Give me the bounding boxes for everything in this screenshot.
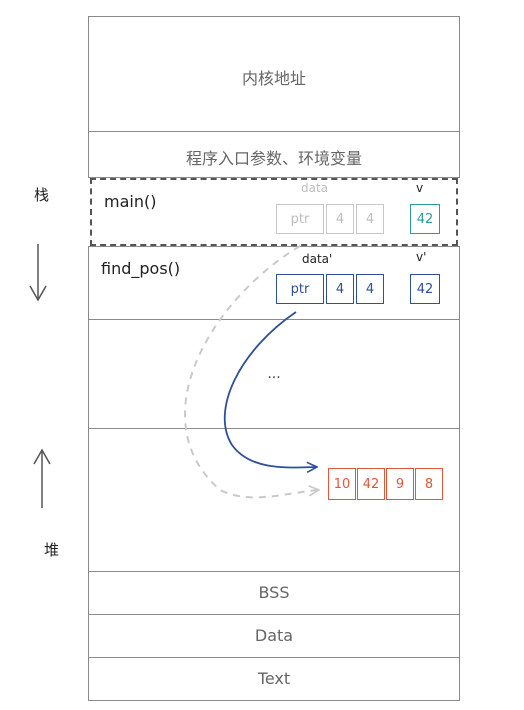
data-segment: Data <box>88 614 460 658</box>
heap-grow-arrow-icon <box>33 448 51 508</box>
main-struct-label: data <box>301 181 329 195</box>
find-pos-var-cell: 42 <box>410 274 440 304</box>
heap-segment <box>88 428 460 572</box>
text-segment: Text <box>88 657 460 701</box>
gap-ellipsis: ... <box>267 366 281 382</box>
find-pos-frame: find_pos() <box>88 246 460 320</box>
text-segment-label: Text <box>257 669 291 688</box>
find-pos-ptr-cell: ptr <box>276 274 324 304</box>
find-pos-var-label: v' <box>416 250 427 264</box>
find-pos-cap-cell: 4 <box>356 274 384 304</box>
kernel-label: 内核地址 <box>241 69 306 88</box>
main-len-cell: 4 <box>326 204 354 234</box>
find-pos-frame-label: find_pos() <box>101 259 181 278</box>
main-cap-cell: 4 <box>356 204 384 234</box>
args-env-label: 程序入口参数、环境变量 <box>185 149 362 168</box>
free-gap-segment: ... <box>88 319 460 429</box>
main-ptr-cell: ptr <box>276 204 324 234</box>
bss-label: BSS <box>258 583 290 602</box>
heap-cell-2: 9 <box>386 468 414 500</box>
stack-label: 栈 <box>34 186 50 204</box>
heap-cell-1: 42 <box>357 468 385 500</box>
heap-cell-0: 10 <box>328 468 356 500</box>
find-pos-struct-label: data' <box>302 252 333 266</box>
heap-cell-3: 8 <box>415 468 443 500</box>
bss-segment: BSS <box>88 571 460 615</box>
find-pos-len-cell: 4 <box>326 274 354 304</box>
args-env-segment: 程序入口参数、环境变量 <box>88 131 460 178</box>
stack-grow-arrow-icon <box>29 244 47 302</box>
kernel-segment: 内核地址 <box>88 16 460 132</box>
main-var-cell: 42 <box>410 204 440 234</box>
main-frame: main() <box>90 178 458 246</box>
main-frame-label: main() <box>104 192 157 211</box>
heap-label: 堆 <box>44 541 60 559</box>
main-var-label: v <box>416 181 424 195</box>
data-segment-label: Data <box>254 626 294 645</box>
